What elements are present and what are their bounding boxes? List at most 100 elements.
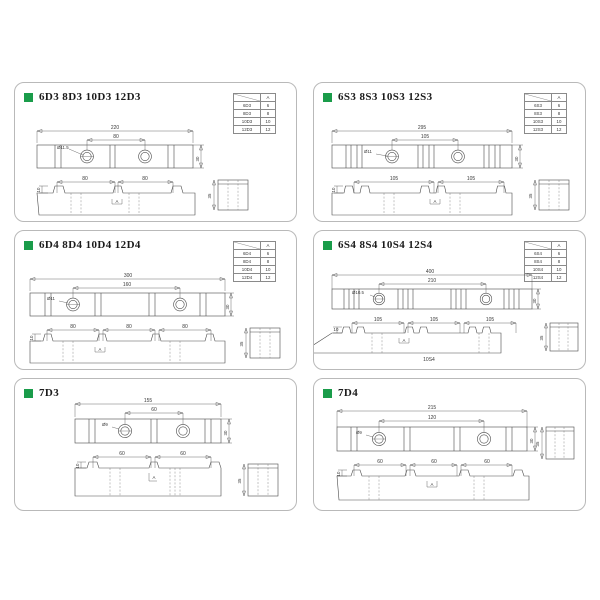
drawing-6S4: 400 210 [314, 269, 579, 363]
hole-callout-label: Ø9 [102, 422, 108, 427]
side-view: 35 [237, 463, 279, 497]
dim-segments: 105 105 [353, 176, 505, 193]
side-view: 35 [239, 327, 281, 359]
dim-seg2-label: 60 [180, 451, 186, 457]
section-mark: A [398, 338, 410, 344]
dim-center-label: 210 [428, 278, 437, 284]
dim-notch-label: 10 [29, 335, 34, 340]
panel-6D3: 6D3 8D3 10D3 12D3 A 6D3 6 8D3 8 10D3 10 [14, 82, 297, 222]
dim-height-label: 30 [223, 430, 228, 435]
dim-seg2-label: 60 [431, 459, 437, 465]
dim-notch-depth: 10 [331, 185, 343, 194]
dim-seg3-label: 80 [182, 324, 188, 330]
top-view-body [29, 292, 226, 317]
top-view-body [331, 288, 533, 310]
section-mark-label: A [403, 338, 406, 343]
dim-notch-label: 10 [336, 471, 341, 476]
dim-center: 160 [72, 282, 181, 303]
dim-overall: 295 [331, 125, 513, 143]
side-view-height-label: 35 [239, 341, 244, 346]
dim-center-label: 105 [421, 134, 430, 140]
top-view-body [336, 426, 528, 452]
dim-height: 30 [532, 288, 541, 310]
drawing-6D3: 220 80 [36, 125, 249, 216]
dim-center: 105 [391, 134, 459, 155]
dim-notch-label: 10 [331, 187, 336, 192]
section-mark-label: A [431, 482, 434, 487]
dim-overall-label: 220 [111, 125, 120, 131]
bullet-icon [24, 240, 33, 250]
dim-center: 80 [86, 134, 146, 155]
dim-overall-label: 400 [426, 269, 435, 275]
dim-notch-depth: 10 [29, 333, 41, 342]
dim-segments: 80 80 80 [46, 324, 212, 341]
dim-seg3-label: 105 [486, 317, 495, 323]
panel-title-row: 6S3 8S3 10S3 12S3 [323, 91, 433, 103]
dim-seg1-label: 60 [119, 451, 125, 457]
dim-height: 30 [225, 292, 234, 317]
hole-callout: Ø11 [47, 296, 69, 304]
table-header-diagonal [233, 93, 261, 102]
dim-segments: 80 80 [56, 176, 174, 193]
section-mark-label: A [116, 199, 119, 204]
panel-title: 6S4 8S4 10S4 12S4 [338, 239, 433, 251]
section-mark: A [426, 481, 438, 488]
dim-height-label: 30 [225, 304, 230, 309]
panel-title-row: 6S4 8S4 10S4 12S4 [323, 239, 433, 251]
hole-callout: Ø9 [356, 430, 374, 438]
dim-center-label: 120 [428, 415, 437, 421]
dim-center-label: 80 [113, 134, 119, 140]
table-header-diagonal [233, 241, 261, 250]
top-view-body [36, 144, 194, 169]
bottom-view-body [29, 333, 226, 364]
panel-title: 6S3 8S3 10S3 12S3 [338, 91, 433, 103]
dim-seg1-label: 60 [377, 459, 383, 465]
cell-a: 12 [260, 125, 276, 134]
panel-title: 7D4 [338, 387, 359, 399]
dim-overall-label: 300 [124, 273, 133, 279]
bottom-view-body [314, 326, 502, 354]
panel-title: 6D3 8D3 10D3 12D3 [39, 91, 141, 103]
cell-a: 12 [551, 125, 567, 134]
panel-6S4: 6S4 8S4 10S4 12S4 A 6S4 6 8S4 8 10S4 10 [313, 230, 586, 370]
cell-a: 12 [260, 273, 276, 282]
dim-notch-label: 10 [36, 187, 41, 192]
section-mark: A [111, 199, 123, 205]
table-row: 12S4 12 [524, 273, 567, 282]
side-view-height-label: 35 [528, 193, 533, 198]
side-view-height-label: 35 [535, 441, 540, 446]
dim-seg2-label: 80 [142, 176, 148, 182]
dim-center: 120 [378, 415, 485, 437]
side-view: 35 [207, 179, 249, 211]
dim-height-label: 30 [195, 156, 200, 161]
table-header-row: A [524, 93, 567, 102]
dim-center-label: 60 [151, 407, 157, 413]
drawing-6S3: 295 105 [331, 125, 570, 216]
dim-seg1-label: 80 [70, 324, 76, 330]
table-header-diagonal [524, 241, 552, 250]
hole-callout: Ø10.5 [352, 290, 376, 298]
dim-seg1-label: 80 [82, 176, 88, 182]
side-view-height-label: 35 [207, 193, 212, 198]
dim-segments: 60 60 60 [353, 459, 513, 476]
cell-a: 12 [551, 273, 567, 282]
panel-title-row: 7D4 [323, 387, 358, 399]
bottom-caption: 10S4 [423, 357, 435, 363]
dim-height: 30 [527, 426, 538, 452]
section-mark-label: A [153, 475, 156, 480]
dim-overall-label: 295 [418, 125, 427, 131]
side-view-height-label: 35 [539, 335, 544, 340]
dim-overall: 220 [36, 125, 194, 143]
bottom-view-body [331, 185, 513, 216]
dim-overall: 300 [29, 273, 226, 291]
dim-notch-label: 10 [75, 463, 80, 468]
hole-callout-label: Ø11 [47, 296, 56, 301]
drawing-7D4: 215 120 [336, 405, 575, 501]
dim-center: 210 [378, 278, 487, 299]
dim-overall-label: 155 [144, 398, 153, 404]
hole-callout-label: Ø11.5 [57, 145, 69, 150]
dim-overall: 215 [336, 405, 528, 427]
hole-callout: Ø9 [102, 422, 120, 430]
dim-height: 30 [512, 144, 523, 169]
